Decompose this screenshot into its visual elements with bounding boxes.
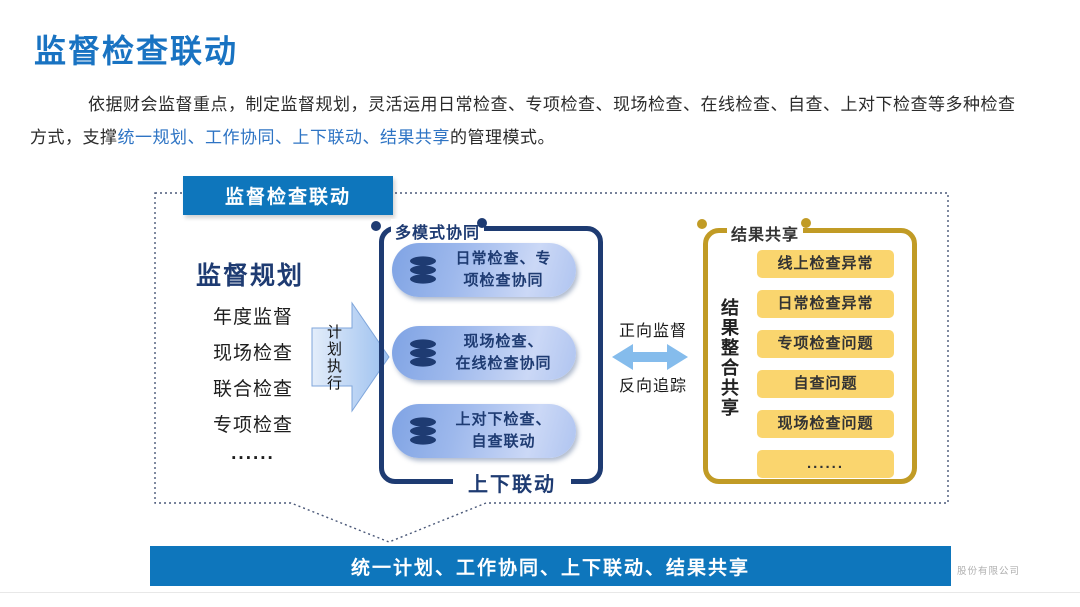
reverse-tracking-label: 反向追踪	[618, 378, 687, 395]
plan-arrow-label: 计划执行	[325, 324, 342, 392]
pill-label-line2: 自查联动	[471, 433, 536, 450]
intro-line-2-pre: 方式，支撑	[30, 128, 118, 147]
intro-line-2-highlight: 统一规划、工作协同、上下联动、结果共享	[117, 128, 450, 147]
forward-supervision-label: 正向监督	[618, 323, 687, 340]
result-item-onsite-issue: 现场检查问题	[757, 410, 894, 438]
pill-label-line1: 上对下检查、	[455, 411, 552, 428]
pill-label: 日常检查、专 项检查协同	[439, 248, 576, 292]
results-box-label: 结果共享	[727, 221, 804, 245]
plan-item-joint: 联合检查	[212, 379, 293, 400]
bidirectional-arrow	[612, 344, 688, 370]
results-box	[703, 228, 917, 484]
coordination-box-label: 多模式协同	[391, 219, 485, 243]
bottom-banner: 统一计划、工作协同、上下联动、结果共享	[150, 546, 951, 586]
plan-item-annual: 年度监督	[212, 307, 293, 328]
pill-label-line2: 项检查协同	[463, 272, 544, 289]
intro-line-1-text: 依据财会监督重点，制定监督规划，灵活运用日常检查、专项检查、现场检查、在线检查、…	[88, 95, 1016, 114]
plan-item-onsite: 现场检查	[212, 343, 293, 364]
result-item-daily-anomaly: 日常检查异常	[757, 290, 894, 318]
connector-dot-icon	[477, 218, 487, 228]
connector-dot-icon	[371, 221, 381, 231]
pill-label-line1: 日常检查、专	[455, 250, 552, 267]
database-icon	[410, 417, 436, 445]
pill-label-line1: 现场检查、	[463, 333, 544, 350]
watermark-text: 股份有限公司	[957, 566, 1021, 577]
database-icon	[410, 256, 436, 284]
intro-line-1: 依据财会监督重点，制定监督规划，灵活运用日常检查、专项检查、现场检查、在线检查、…	[30, 88, 1054, 121]
pill-onsite-online-coordination: 现场检查、 在线检查协同	[392, 326, 576, 380]
result-item-special-issue: 专项检查问题	[757, 330, 894, 358]
pill-topdown-selfcheck-linkage: 上对下检查、 自查联动	[392, 404, 576, 458]
pill-daily-special-coordination: 日常检查、专 项检查协同	[392, 243, 576, 297]
result-item-selfcheck-issue: 自查问题	[757, 370, 894, 398]
bottom-divider	[0, 592, 1080, 593]
intro-line-2: 方式，支撑统一规划、工作协同、上下联动、结果共享的管理模式。	[30, 121, 1054, 154]
database-icon	[410, 339, 436, 367]
bottom-banner-label: 统一计划、工作协同、上下联动、结果共享	[350, 557, 750, 579]
connector-dot-icon	[801, 218, 811, 228]
plan-item-special: 专项检查	[212, 415, 293, 436]
plan-item-ellipsis: ......	[231, 443, 275, 464]
result-item-ellipsis: ......	[757, 450, 894, 478]
intro-paragraph: 依据财会监督重点，制定监督规划，灵活运用日常检查、专项检查、现场检查、在线检查、…	[30, 88, 1054, 154]
page-title: 监督检查联动	[34, 33, 239, 69]
diagram-header: 监督检查联动	[183, 176, 393, 215]
intro-line-2-post: 的管理模式。	[450, 128, 555, 147]
plan-title: 监督规划	[196, 262, 305, 290]
pill-label-line2: 在线检查协同	[455, 355, 552, 372]
pill-label: 现场检查、 在线检查协同	[439, 331, 576, 375]
pill-label: 上对下检查、 自查联动	[439, 409, 576, 453]
diagram-header-label: 监督检查联动	[224, 187, 351, 208]
coordination-bottom-label: 上下联动	[453, 466, 571, 499]
results-side-label: 结果整合共享	[719, 298, 739, 418]
result-item-online-anomaly: 线上检查异常	[757, 250, 894, 278]
connector-dot-icon	[697, 219, 707, 229]
